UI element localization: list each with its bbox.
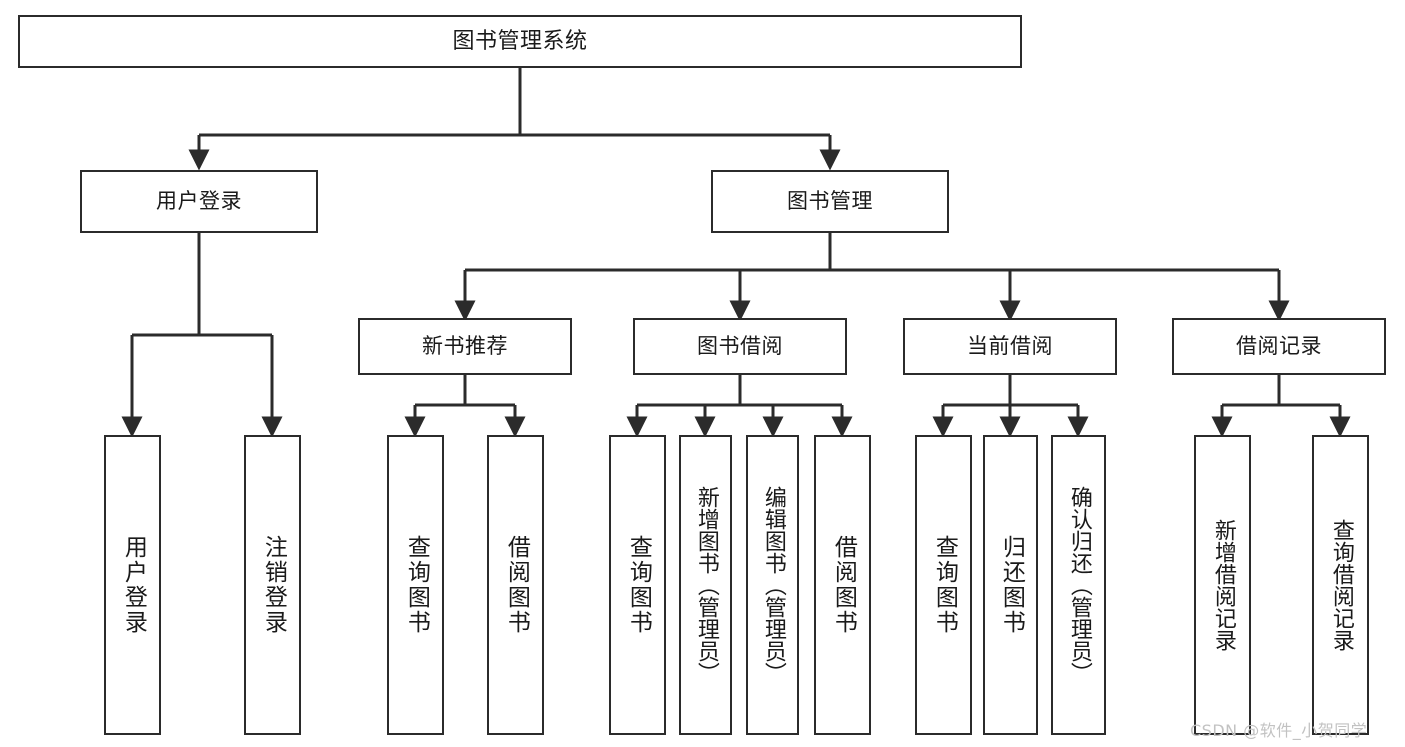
node-label: 图书借阅 <box>697 334 783 359</box>
node-leaf-borrow-book-2[interactable]: 借阅图书 <box>814 435 871 735</box>
node-leaf-query-record[interactable]: 查询借阅记录 <box>1312 435 1369 735</box>
node-label: 用户登录 <box>156 189 242 214</box>
node-leaf-add-record[interactable]: 新增借阅记录 <box>1194 435 1251 735</box>
node-label: 图书管理系统 <box>452 28 588 54</box>
node-label: 编辑图书（管理员） <box>760 486 786 684</box>
node-root-book-management-system[interactable]: 图书管理系统 <box>18 15 1022 68</box>
node-label: 归还图书 <box>998 535 1025 635</box>
node-leaf-user-login[interactable]: 用户登录 <box>104 435 161 735</box>
node-label: 新增借阅记录 <box>1210 519 1236 651</box>
node-new-book-recommend[interactable]: 新书推荐 <box>358 318 572 375</box>
node-leaf-borrow-book-1[interactable]: 借阅图书 <box>487 435 544 735</box>
node-label: 借阅图书 <box>503 535 530 635</box>
node-label: 注销登录 <box>260 535 287 635</box>
node-leaf-query-book-2[interactable]: 查询图书 <box>609 435 666 735</box>
node-current-borrow[interactable]: 当前借阅 <box>903 318 1117 375</box>
node-label: 新增图书（管理员） <box>693 486 719 684</box>
node-label: 借阅记录 <box>1236 334 1322 359</box>
node-label: 查询图书 <box>931 535 958 635</box>
csdn-watermark: CSDN @软件_小贺同学 <box>1190 721 1368 740</box>
node-leaf-add-book[interactable]: 新增图书（管理员） <box>679 435 732 735</box>
node-leaf-query-book-3[interactable]: 查询图书 <box>915 435 972 735</box>
node-label: 查询图书 <box>625 535 652 635</box>
node-label: 图书管理 <box>787 189 873 214</box>
node-label: 用户登录 <box>120 535 147 635</box>
node-leaf-edit-book[interactable]: 编辑图书（管理员） <box>746 435 799 735</box>
node-book-management[interactable]: 图书管理 <box>711 170 949 233</box>
node-leaf-return-book[interactable]: 归还图书 <box>983 435 1038 735</box>
node-book-borrow[interactable]: 图书借阅 <box>633 318 847 375</box>
node-label: 当前借阅 <box>967 334 1053 359</box>
node-leaf-query-book-1[interactable]: 查询图书 <box>387 435 444 735</box>
node-label: 确认归还（管理员） <box>1066 486 1092 684</box>
node-leaf-logout-login[interactable]: 注销登录 <box>244 435 301 735</box>
node-user-login[interactable]: 用户登录 <box>80 170 318 233</box>
node-label: 借阅图书 <box>830 535 857 635</box>
node-borrow-record[interactable]: 借阅记录 <box>1172 318 1386 375</box>
node-leaf-confirm-return[interactable]: 确认归还（管理员） <box>1051 435 1106 735</box>
node-label: 查询借阅记录 <box>1328 519 1354 651</box>
node-label: 新书推荐 <box>422 334 508 359</box>
node-label: 查询图书 <box>403 535 430 635</box>
